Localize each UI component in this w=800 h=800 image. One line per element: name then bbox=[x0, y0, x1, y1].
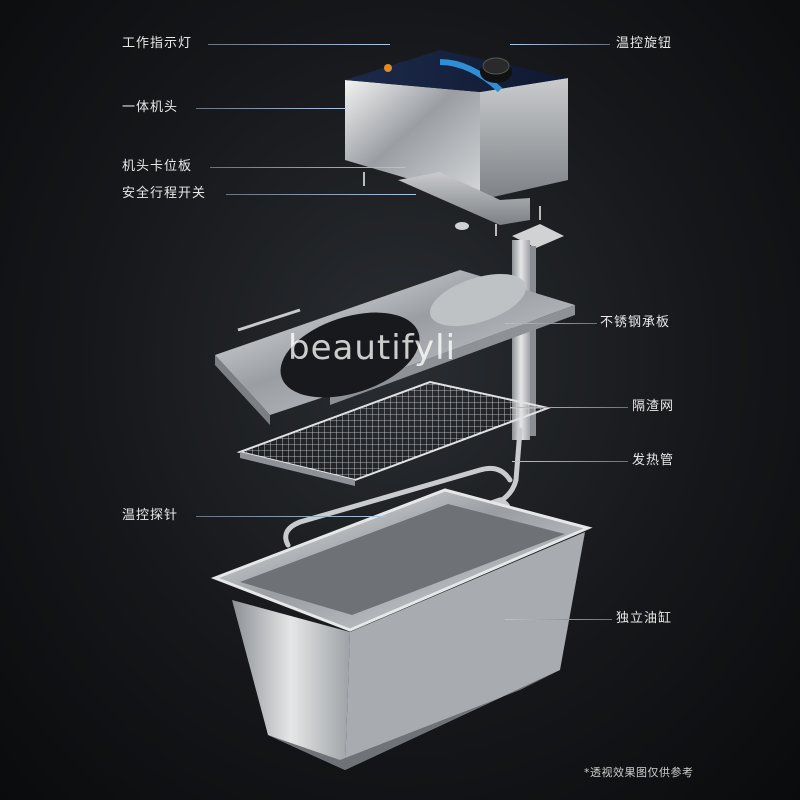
label-base-plate: 不锈钢承板 bbox=[600, 315, 671, 330]
head-front bbox=[345, 80, 480, 200]
leader-safety-switch bbox=[226, 194, 416, 195]
leader-filter-mesh bbox=[510, 407, 628, 408]
base-plate bbox=[215, 270, 575, 425]
footnote: *透视效果图仅供参考 bbox=[584, 766, 694, 779]
leader-temperature-knob bbox=[510, 44, 610, 45]
leader-temperature-probe bbox=[196, 516, 386, 517]
clamp-plate bbox=[363, 172, 541, 236]
tank-front bbox=[232, 600, 350, 770]
filter-mesh bbox=[236, 380, 552, 486]
head-unit bbox=[345, 50, 568, 200]
label-integrated-head: 一体机头 bbox=[122, 100, 179, 115]
label-oil-tank: 独立油缸 bbox=[616, 611, 673, 626]
label-temperature-knob: 温控旋钮 bbox=[616, 36, 673, 51]
leader-integrated-head bbox=[196, 108, 346, 109]
safety-switch bbox=[455, 222, 469, 230]
head-panel-arc bbox=[439, 59, 503, 93]
label-safety-switch: 安全行程开关 bbox=[122, 186, 207, 201]
label-temperature-probe: 温控探针 bbox=[122, 508, 179, 523]
knob-top bbox=[482, 57, 510, 75]
label-work-indicator: 工作指示灯 bbox=[122, 36, 193, 51]
watermark-text: beautifyli bbox=[288, 328, 457, 368]
leader-work-indicator bbox=[208, 44, 390, 45]
label-heating-tube: 发热管 bbox=[632, 453, 675, 468]
head-side bbox=[480, 78, 568, 200]
tank-inner bbox=[240, 504, 565, 615]
leader-head-clamp-plate bbox=[210, 167, 405, 168]
indicator-light bbox=[384, 64, 392, 72]
tank-side bbox=[345, 532, 585, 770]
label-head-clamp-plate: 机头卡位板 bbox=[122, 159, 193, 174]
plate-opening bbox=[280, 312, 420, 398]
oil-tank bbox=[210, 488, 593, 770]
leader-base-plate bbox=[505, 323, 597, 324]
head-top-panel bbox=[345, 50, 568, 92]
label-filter-mesh: 隔渣网 bbox=[632, 399, 675, 414]
leader-oil-tank bbox=[505, 619, 612, 620]
leader-heating-tube bbox=[512, 461, 628, 462]
